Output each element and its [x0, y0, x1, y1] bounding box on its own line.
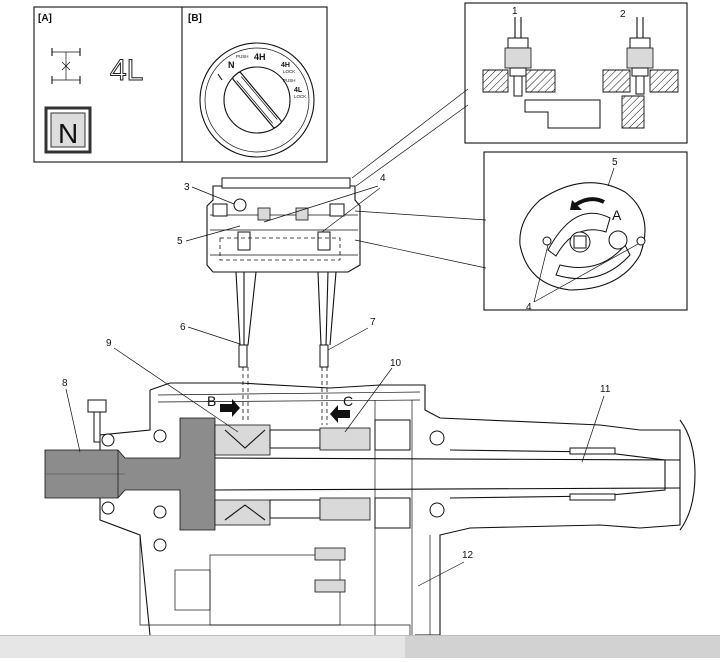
shift-cam-icon — [519, 182, 646, 291]
callout-5: 5 — [177, 236, 183, 247]
bearings — [101, 429, 445, 552]
callout-4-inset: 4 — [526, 302, 532, 313]
callout-6: 6 — [180, 322, 186, 333]
input-shaft — [44, 417, 216, 531]
callout-11: 11 — [600, 384, 611, 395]
gear-train — [214, 419, 681, 593]
callout-5-inset: 5 — [612, 157, 618, 168]
callout-7: 7 — [370, 317, 376, 328]
position-n: N — [228, 60, 235, 70]
position-lock-2: LOCK — [294, 94, 306, 99]
callout-1: 1 — [512, 6, 518, 17]
arrow-c: C — [330, 393, 353, 423]
position-4h-lock: 4H — [281, 62, 290, 69]
output-shaft — [449, 419, 696, 531]
position-push-1: PUSH — [236, 54, 249, 59]
footer-bar — [0, 635, 720, 658]
panel-a-label: [A] — [38, 13, 52, 24]
inset-sensors: 1 2 — [351, 2, 688, 187]
position-4h-top: 4H — [254, 52, 266, 62]
callout-12: 12 — [462, 550, 474, 561]
neutral-indicator-text: N — [58, 118, 78, 149]
arrow-a-label: A — [612, 207, 622, 223]
panel-b-label: [B] — [188, 13, 202, 24]
switch-1-icon — [482, 17, 601, 129]
panel-b: [B] N PUSH 4H 4H LOCK PUSH 4L LOCK — [188, 13, 315, 158]
4l-indicator-text: 4L — [110, 54, 143, 87]
panel-a: [A] 4L N — [38, 13, 144, 154]
4wd-indicator-icon — [51, 48, 81, 84]
position-lock-1: LOCK — [283, 69, 295, 74]
mode-panels — [33, 6, 328, 163]
transfer-case-housing — [99, 382, 681, 636]
arrow-b: B — [207, 393, 240, 417]
callout-3: 3 — [184, 182, 190, 193]
shift-actuator — [206, 177, 361, 273]
footer-bar-right — [405, 636, 720, 658]
callout-4: 4 — [380, 173, 386, 184]
neutral-indicator: N — [44, 106, 92, 154]
callout-2: 2 — [620, 9, 626, 20]
switch-2-icon — [602, 17, 679, 129]
callout-9: 9 — [106, 338, 112, 349]
arrow-c-label: C — [343, 393, 353, 409]
shift-forks — [235, 271, 337, 425]
position-push-2: PUSH — [283, 78, 296, 83]
arrow-b-label: B — [207, 393, 216, 409]
callout-8: 8 — [62, 378, 68, 389]
inset-cam: 5 A 4 — [354, 151, 688, 313]
mode-selector-knob-icon — [199, 42, 315, 158]
position-4l: 4L — [294, 87, 303, 94]
callout-10: 10 — [390, 358, 402, 369]
